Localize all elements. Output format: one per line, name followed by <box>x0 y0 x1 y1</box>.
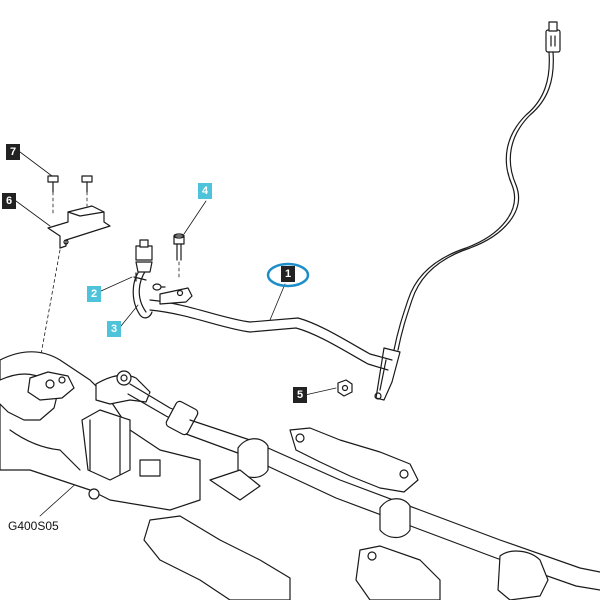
nut-part-5 <box>337 379 353 397</box>
callout-6: 6 <box>2 193 16 209</box>
screws-part-7 <box>47 175 93 193</box>
drawing-code: G400S05 <box>8 519 59 533</box>
front-axle-assembly <box>0 351 600 600</box>
callout-3: 3 <box>107 321 121 337</box>
bolt-part-4 <box>173 233 185 261</box>
cable-connector <box>545 29 561 53</box>
bracket-part-6 <box>47 205 111 249</box>
callout-2: 2 <box>87 286 101 302</box>
harness-part-3 <box>132 239 153 319</box>
callout-4: 4 <box>198 183 212 199</box>
sensor-cable <box>374 21 561 401</box>
highlight-ring <box>266 262 310 288</box>
screw-part-2 <box>133 272 166 291</box>
callout-1: 1 <box>281 266 295 282</box>
stabilizer-rod <box>149 287 393 371</box>
callout-5: 5 <box>293 387 307 403</box>
callout-7: 7 <box>6 144 20 160</box>
